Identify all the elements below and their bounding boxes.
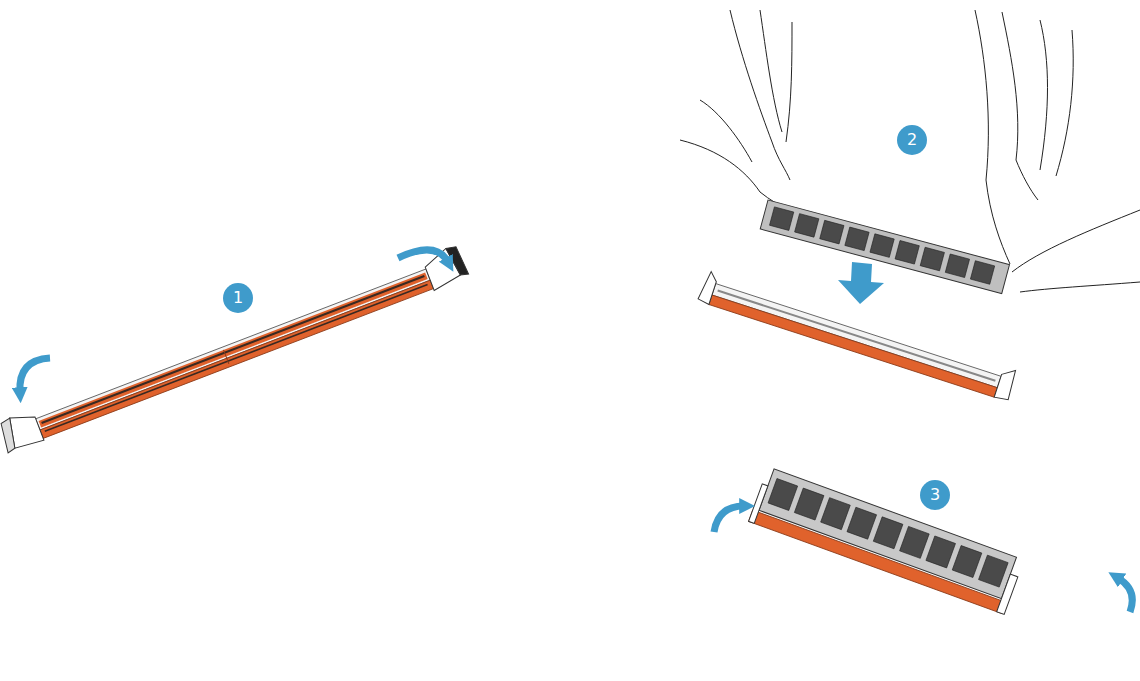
callout-number: 2: [897, 125, 927, 155]
callout-number: 1: [223, 283, 253, 313]
memory-module: [760, 200, 1009, 294]
insert-arrow: [838, 262, 884, 304]
memory-slot: [749, 467, 1024, 615]
memory-slot: [0, 244, 470, 454]
rotate-arrow: [20, 358, 50, 392]
hands: [680, 10, 1140, 292]
rotate-arrow: [714, 506, 744, 532]
rotate-arrow: [398, 250, 448, 262]
rotate-arrow: [1118, 578, 1132, 612]
callout-number: 3: [920, 480, 950, 510]
